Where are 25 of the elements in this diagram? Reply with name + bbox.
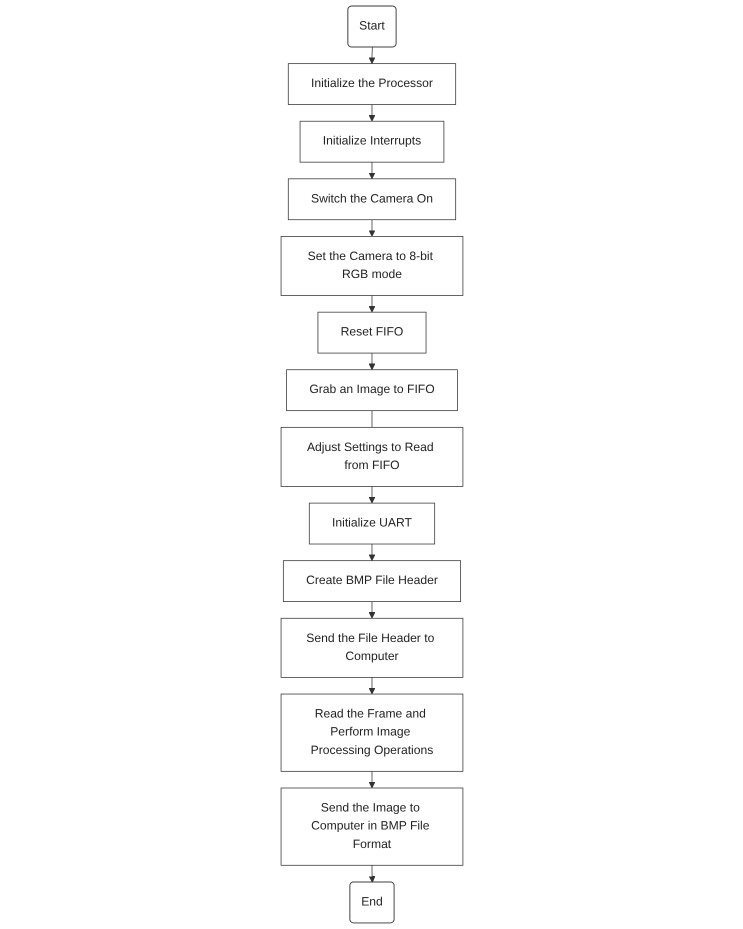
node-box: Send the File Header to Computer	[280, 618, 463, 678]
node-box: Read the Frame and Perform Image Processing Operations	[280, 694, 463, 772]
node-box: Send the Image to Computer in BMP File Format	[280, 788, 463, 866]
arrow	[368, 601, 375, 619]
arrow	[368, 352, 375, 370]
node-box: Initialize the Processor	[287, 63, 456, 105]
node-box: Initialize Interrupts	[299, 120, 444, 163]
arrow	[368, 486, 375, 504]
arrow	[368, 544, 375, 562]
arrow	[368, 162, 375, 180]
node-box: Reset FIFO	[317, 312, 426, 354]
node-box: Initialize UART	[308, 502, 435, 544]
node-box: Grab an Image to FIFO	[286, 369, 458, 412]
node-box: Switch the Camera On	[287, 178, 456, 220]
connector	[371, 410, 372, 428]
arrow	[368, 219, 375, 237]
arrow	[368, 677, 375, 694]
node-box: Create BMP File Header	[282, 560, 461, 602]
arrow	[368, 104, 375, 122]
arrow	[368, 770, 375, 788]
arrow	[368, 295, 375, 312]
node-box: Adjust Settings to Read from FIFO	[280, 426, 463, 487]
node-box: Set the Camera to 8-bit RGB mode	[280, 236, 463, 296]
arrow	[368, 47, 375, 64]
arrow	[368, 864, 375, 883]
